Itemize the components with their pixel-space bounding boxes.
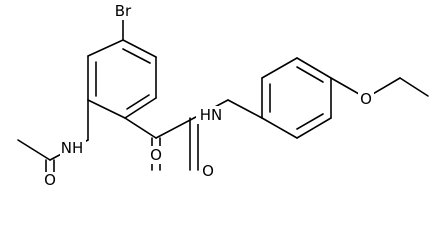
bond: [296, 57, 332, 79]
atom-label-nh-acetamide: NH: [61, 139, 84, 157]
molecule-structure: Br NH O O O HN O: [17, 0, 429, 189]
atom-label-o-amide: O: [202, 162, 214, 180]
aromatic-bond: [296, 66, 324, 83]
atom-label-o-keto: O: [150, 146, 162, 164]
bond: [261, 117, 298, 139]
bond-n-ring: [227, 99, 263, 119]
bond: [87, 39, 124, 57]
atom-label-hn-amide: HN: [200, 106, 223, 124]
bond-ch2-ch3: [399, 77, 429, 97]
bond: [122, 39, 157, 58]
bond-acetyl-methyl: [17, 139, 51, 161]
bond-ring-keto: [124, 117, 157, 139]
aromatic-bond: [122, 48, 151, 64]
atom-o-amide: O: [200, 162, 216, 181]
ethoxyphenyl-ring: [261, 57, 332, 139]
bond: [87, 99, 126, 119]
bond: [296, 117, 332, 139]
aromatic-bond: [126, 94, 150, 110]
atom-label-br: Br: [115, 2, 132, 20]
atom-o-keto: O: [148, 146, 164, 164]
atom-nh-acetamide: NH: [60, 139, 86, 157]
bond: [261, 57, 298, 79]
bond-keto-amide: [155, 117, 195, 139]
atom-o-ether: O: [358, 90, 374, 108]
atom-o-acetyl: O: [42, 171, 58, 189]
bromo-benzene-ring: [87, 39, 157, 119]
aromatic-bond: [296, 113, 324, 130]
bond: [124, 97, 157, 119]
atom-br: Br: [110, 0, 138, 20]
atom-label-o-acetyl: O: [44, 171, 56, 189]
atom-label-o-ether: O: [360, 90, 372, 108]
atom-hn-amide: HN: [196, 106, 226, 124]
